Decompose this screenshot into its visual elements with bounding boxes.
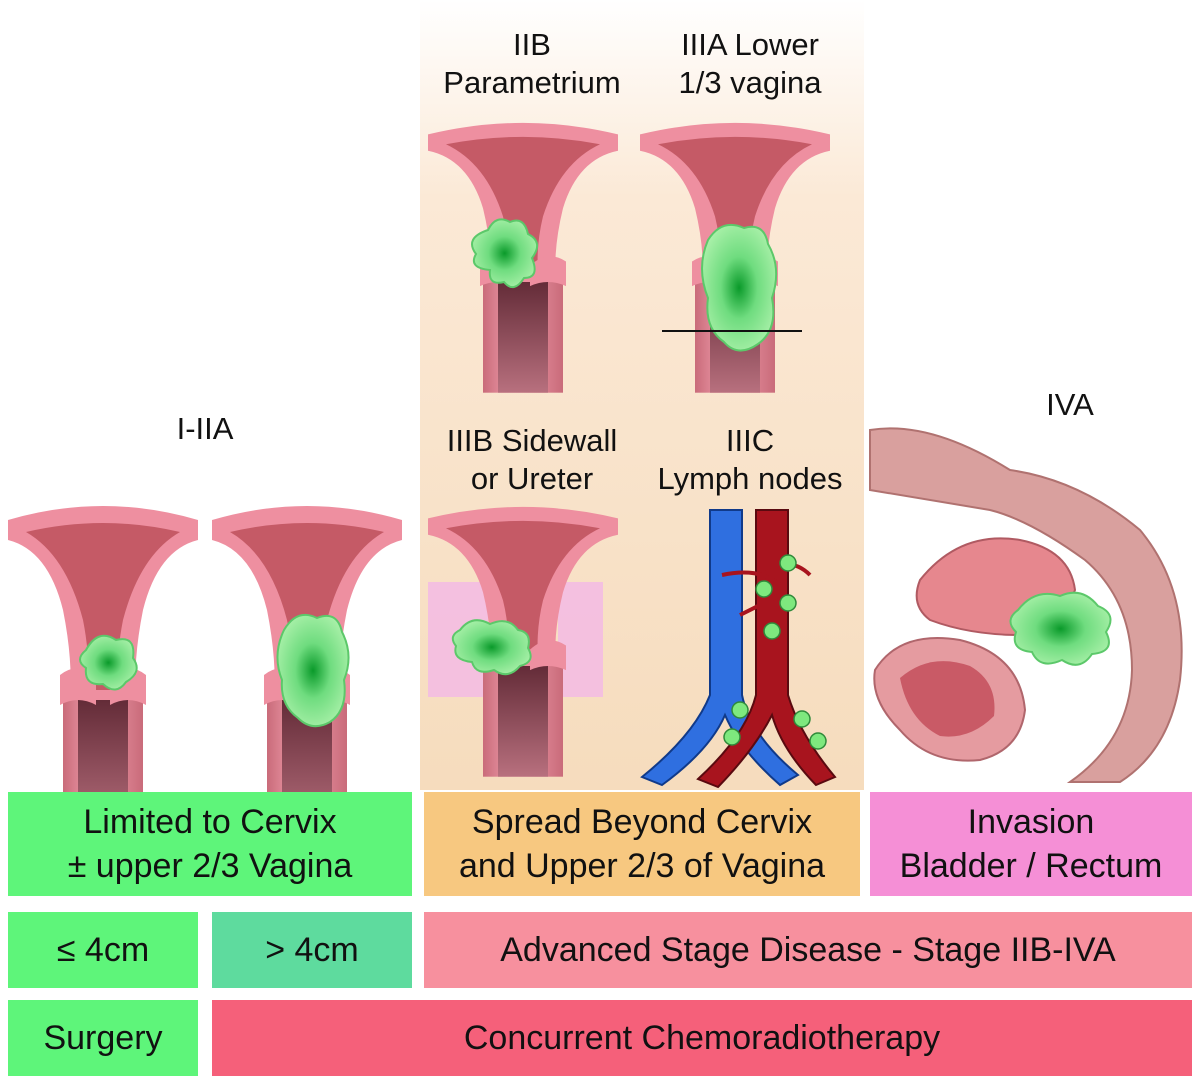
stage-label-i-iia: I-IIA (176, 411, 234, 446)
stage-label-iiia: IIIA Lower 1/3 vagina (678, 27, 822, 100)
tumor-parametrium (471, 218, 539, 289)
uterus-illustration-large-tumor (212, 506, 402, 835)
lymph-node (809, 732, 827, 750)
bladder-lumen (900, 661, 995, 737)
sidewall-region-right (558, 582, 603, 697)
lymph-node (793, 710, 811, 728)
uterus-illustration-small-tumor (8, 506, 198, 835)
stage-label-iiic: IIIC Lymph nodes (657, 423, 843, 496)
size-small-box: ≤ 4cm (8, 912, 198, 988)
tumor-large (276, 614, 350, 728)
stage-label-iva: IVA (1046, 387, 1094, 422)
tumor-small (79, 634, 138, 691)
tumor-invasion (1009, 591, 1112, 666)
uterus-illustration-iiia (640, 122, 830, 393)
lymph-node (723, 728, 741, 746)
vein (640, 509, 800, 787)
lymph-node (779, 554, 797, 572)
stage-label-iib: IIB Parametrium (443, 27, 621, 100)
uterus-illustration-iib (428, 122, 618, 393)
tumor-sidewall (451, 619, 532, 676)
colon (869, 427, 1183, 783)
uterus-illustration-iiib (428, 506, 618, 777)
pelvic-organs-illustration-iva (869, 427, 1183, 783)
stage-label-iiib: IIIB Sidewall or Ureter (446, 423, 618, 496)
lymph-node-vessels-illustration (640, 509, 837, 789)
advanced-stage-box: Advanced Stage Disease - Stage IIB-IVA (424, 912, 1192, 988)
limited-to-cervix-box: Limited to Cervix± upper 2/3 Vagina (8, 792, 412, 896)
lymph-node (763, 622, 781, 640)
lymph-node (779, 594, 797, 612)
surgery-box: Surgery (8, 1000, 198, 1076)
tumor-lower-vagina (701, 224, 778, 352)
lymph-node (731, 701, 749, 719)
size-large-box: > 4cm (212, 912, 412, 988)
chemoradiotherapy-box: Concurrent Chemoradiotherapy (212, 1000, 1192, 1076)
lymph-node (755, 580, 773, 598)
